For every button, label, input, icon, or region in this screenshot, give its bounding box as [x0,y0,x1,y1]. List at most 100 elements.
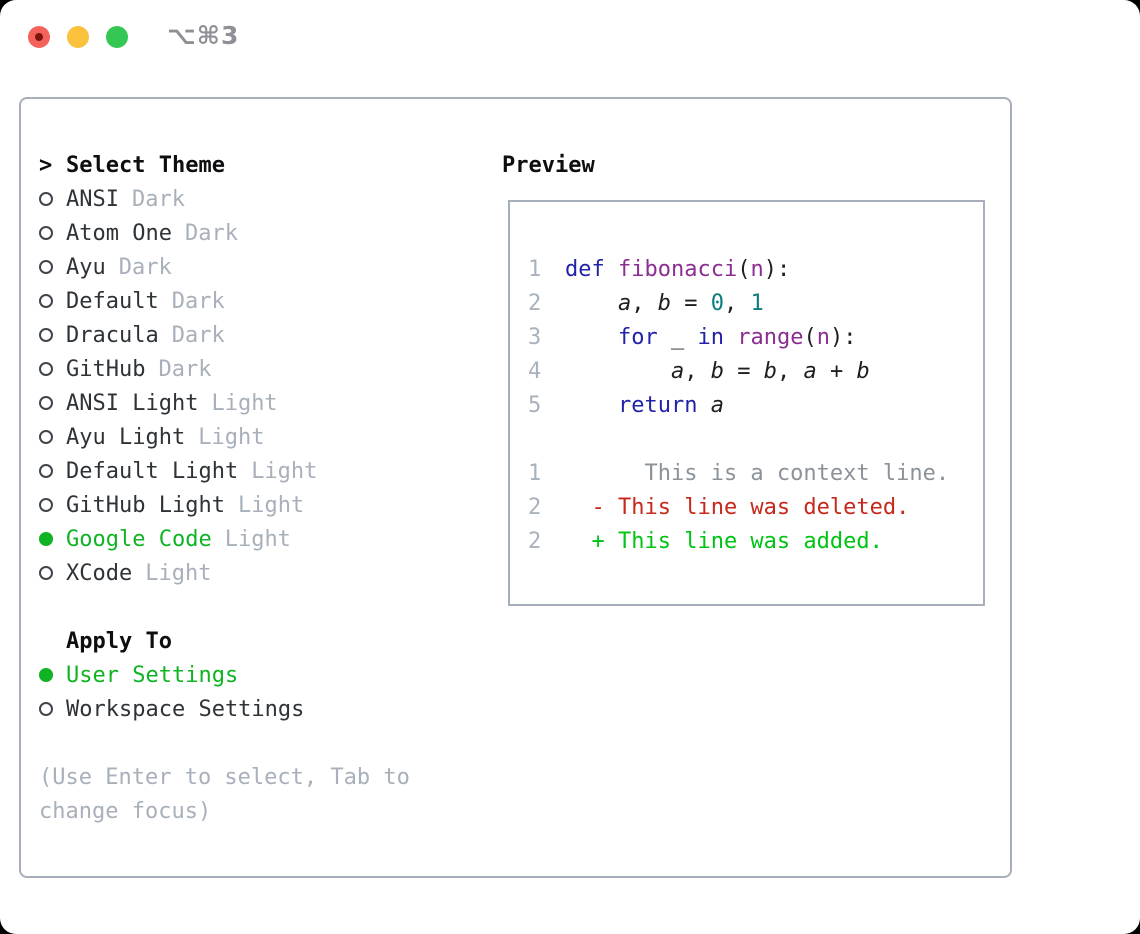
theme-name: Dracula [66,322,159,348]
close-button[interactable] [28,26,50,48]
code-token: a [803,358,817,384]
radio-icon [39,260,53,274]
select-theme-title: Select Theme [66,152,225,178]
theme-variant: Light [251,458,318,484]
theme-variant: Light [198,424,265,450]
line-number: 2 [528,290,542,316]
code-token: def [565,256,605,282]
code-token: 1 [750,290,764,316]
theme-option-ansi-light[interactable]: ANSI Light Light [39,386,410,420]
radio-icon [39,498,53,512]
radio-icon [39,362,53,376]
radio-icon [39,294,53,308]
apply-option-label: User Settings [66,662,239,688]
line-number: 5 [528,392,542,418]
radio-icon [39,328,53,342]
radio-icon [39,464,53,478]
theme-variant: Light [211,390,278,416]
preview-line: 3 for _ in range(n): [528,320,983,354]
theme-option-default-light[interactable]: Default Light Light [39,454,410,488]
code-token: , [723,290,751,316]
code-token: a [670,358,685,384]
radio-icon [39,702,53,716]
preview-line: 4 a, b = b, a + b [528,354,983,388]
line-number: 3 [528,324,542,350]
code-token: This is a context line. [565,460,950,486]
apply-option-workspace-settings[interactable]: Workspace Settings [39,692,410,726]
line-number: 1 [528,256,542,282]
code-token: a [710,392,724,418]
code-token: ( [737,256,751,282]
hint-line-1: (Use Enter to select, Tab to [39,764,410,790]
theme-variant: Dark [184,220,238,246]
zoom-button[interactable] [106,26,128,48]
code-token [565,359,671,384]
code-token: b [856,358,870,384]
minimize-button[interactable] [67,26,89,48]
select-theme-header: > Select Theme [39,148,410,182]
selected-radio-icon [39,668,53,682]
line-number: 4 [528,358,542,384]
radio-icon [39,226,53,240]
preview-line: 5 return a [528,388,983,422]
code-token: ): [763,256,791,282]
theme-name: Google Code [66,526,212,552]
code-token: n [816,324,830,350]
close-dot-icon [35,33,43,41]
preview-line: 2 + This line was added. [528,524,983,558]
apply-option-label: Workspace Settings [66,696,305,722]
spacer [39,726,410,760]
theme-name: GitHub Light [66,492,225,518]
code-token: _ [657,324,698,350]
code-token: , [684,358,711,384]
code-token: n [750,256,764,282]
theme-name: Ayu [66,254,106,280]
theme-option-ayu[interactable]: Ayu Dark [39,250,410,284]
theme-name: ANSI Light [66,390,199,416]
theme-variant: Light [237,492,305,518]
theme-name: Default Light [66,458,239,484]
code-token [605,257,618,282]
line-number: 1 [528,460,542,486]
preview-line [528,218,983,252]
theme-variant: Light [224,526,291,552]
apply-option-user-settings[interactable]: User Settings [39,658,410,692]
code-token: fibonacci [618,256,738,282]
code-token: = [723,358,764,384]
code-token: , [776,358,804,384]
theme-variant: Dark [118,254,172,280]
line-number: 2 [528,494,542,520]
theme-option-github-light[interactable]: GitHub Light Light [39,488,410,522]
code-token [697,393,710,418]
code-token: ): [829,324,857,350]
radio-icon [39,430,53,444]
cursor-indicator: > [39,152,53,178]
code-token: b [763,358,777,384]
theme-variant: Dark [131,186,185,212]
theme-option-google-code[interactable]: Google Code Light [39,522,410,556]
theme-name: GitHub [66,356,146,382]
theme-name: Default [66,288,159,314]
line-number: 2 [528,528,542,554]
code-token: return [617,392,698,418]
radio-icon [39,192,53,206]
code-token [565,291,618,316]
code-token [565,393,618,418]
preview-title: Preview [502,152,595,178]
radio-icon [39,566,53,580]
apply-to-title: Apply To [66,628,172,654]
code-token: range [737,324,804,350]
